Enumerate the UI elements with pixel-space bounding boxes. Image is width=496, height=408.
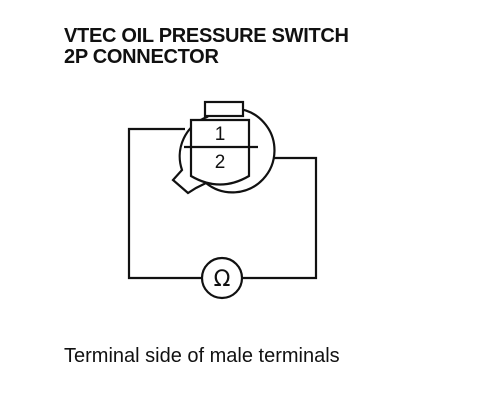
ohmmeter-circle [200, 256, 244, 300]
connector-2p [171, 100, 276, 195]
wire-terminal-1 [127, 127, 202, 280]
diagram-title: VTEC OIL PRESSURE SWITCH 2P CONNECTOR [64, 26, 349, 68]
terminal-1-label: 1 [215, 124, 226, 145]
ohmmeter-icon: Ω [200, 256, 244, 300]
ohm-symbol: Ω [214, 267, 231, 292]
title-line-1: VTEC OIL PRESSURE SWITCH [64, 25, 349, 47]
connector-lock-tab [203, 100, 245, 118]
wire-terminal-2 [243, 156, 318, 280]
title-line-2: 2P CONNECTOR [64, 46, 219, 68]
diagram-caption: Terminal side of male terminals [64, 345, 340, 367]
circuit-wires [127, 127, 318, 280]
terminal-2-label: 2 [215, 152, 226, 173]
connector-terminal-outline [189, 118, 251, 186]
